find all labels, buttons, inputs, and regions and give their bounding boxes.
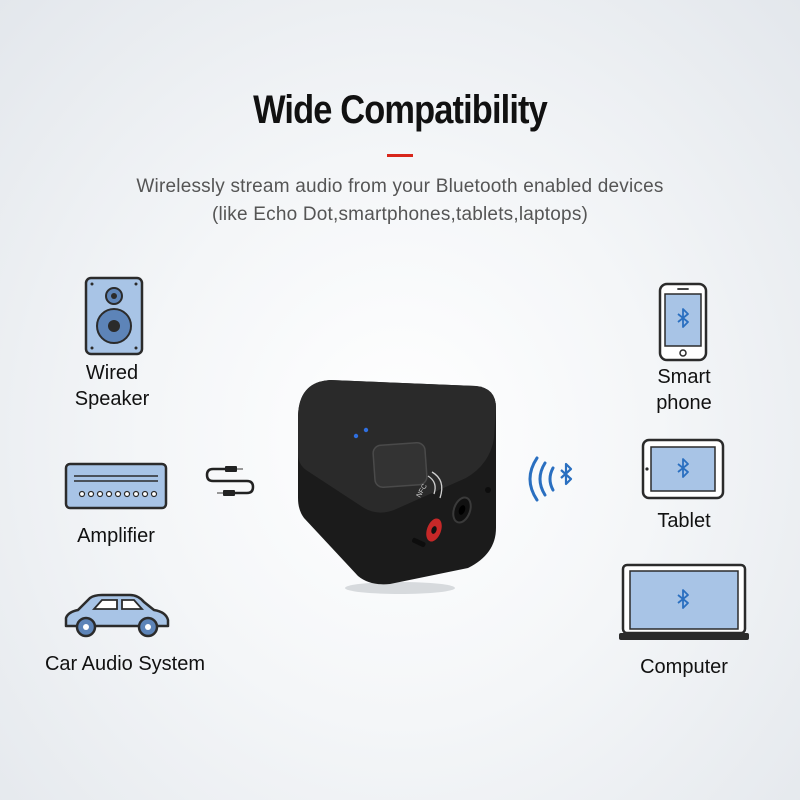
amplifier-icon bbox=[64, 462, 168, 510]
subtitle-line-2: (like Echo Dot,smartphones,tablets,lapto… bbox=[211, 204, 589, 225]
wired-speaker-label: Wired Speaker bbox=[62, 360, 162, 412]
aux-cable-icon bbox=[205, 466, 255, 496]
smartphone-label-line1: Smart bbox=[657, 366, 711, 388]
wired-speaker-label-line1: Wired bbox=[85, 362, 139, 384]
smartphone-label-line2: phone bbox=[656, 392, 712, 414]
computer-label: Computer bbox=[640, 656, 728, 678]
page-title: Wide Compatibility bbox=[253, 88, 548, 132]
car-icon bbox=[64, 593, 170, 638]
bluetooth-signal-icon bbox=[528, 456, 573, 502]
amplifier-label: Amplifier bbox=[77, 525, 155, 547]
tablet-label: Tablet bbox=[657, 510, 711, 532]
car-audio-label: Car Audio System bbox=[44, 653, 206, 675]
bluetooth-receiver-device: NFC bbox=[298, 380, 496, 594]
wired-speaker-label-line2: Speaker bbox=[74, 388, 150, 410]
speaker-icon bbox=[84, 276, 144, 356]
smartphone-label: Smart phone bbox=[634, 364, 734, 416]
subtitle-line-1: Wirelessly stream audio from your Blueto… bbox=[136, 176, 664, 197]
tablet-icon bbox=[641, 438, 725, 500]
smartphone-icon bbox=[658, 282, 708, 362]
title-underline bbox=[387, 154, 413, 157]
laptop-icon bbox=[619, 563, 749, 640]
